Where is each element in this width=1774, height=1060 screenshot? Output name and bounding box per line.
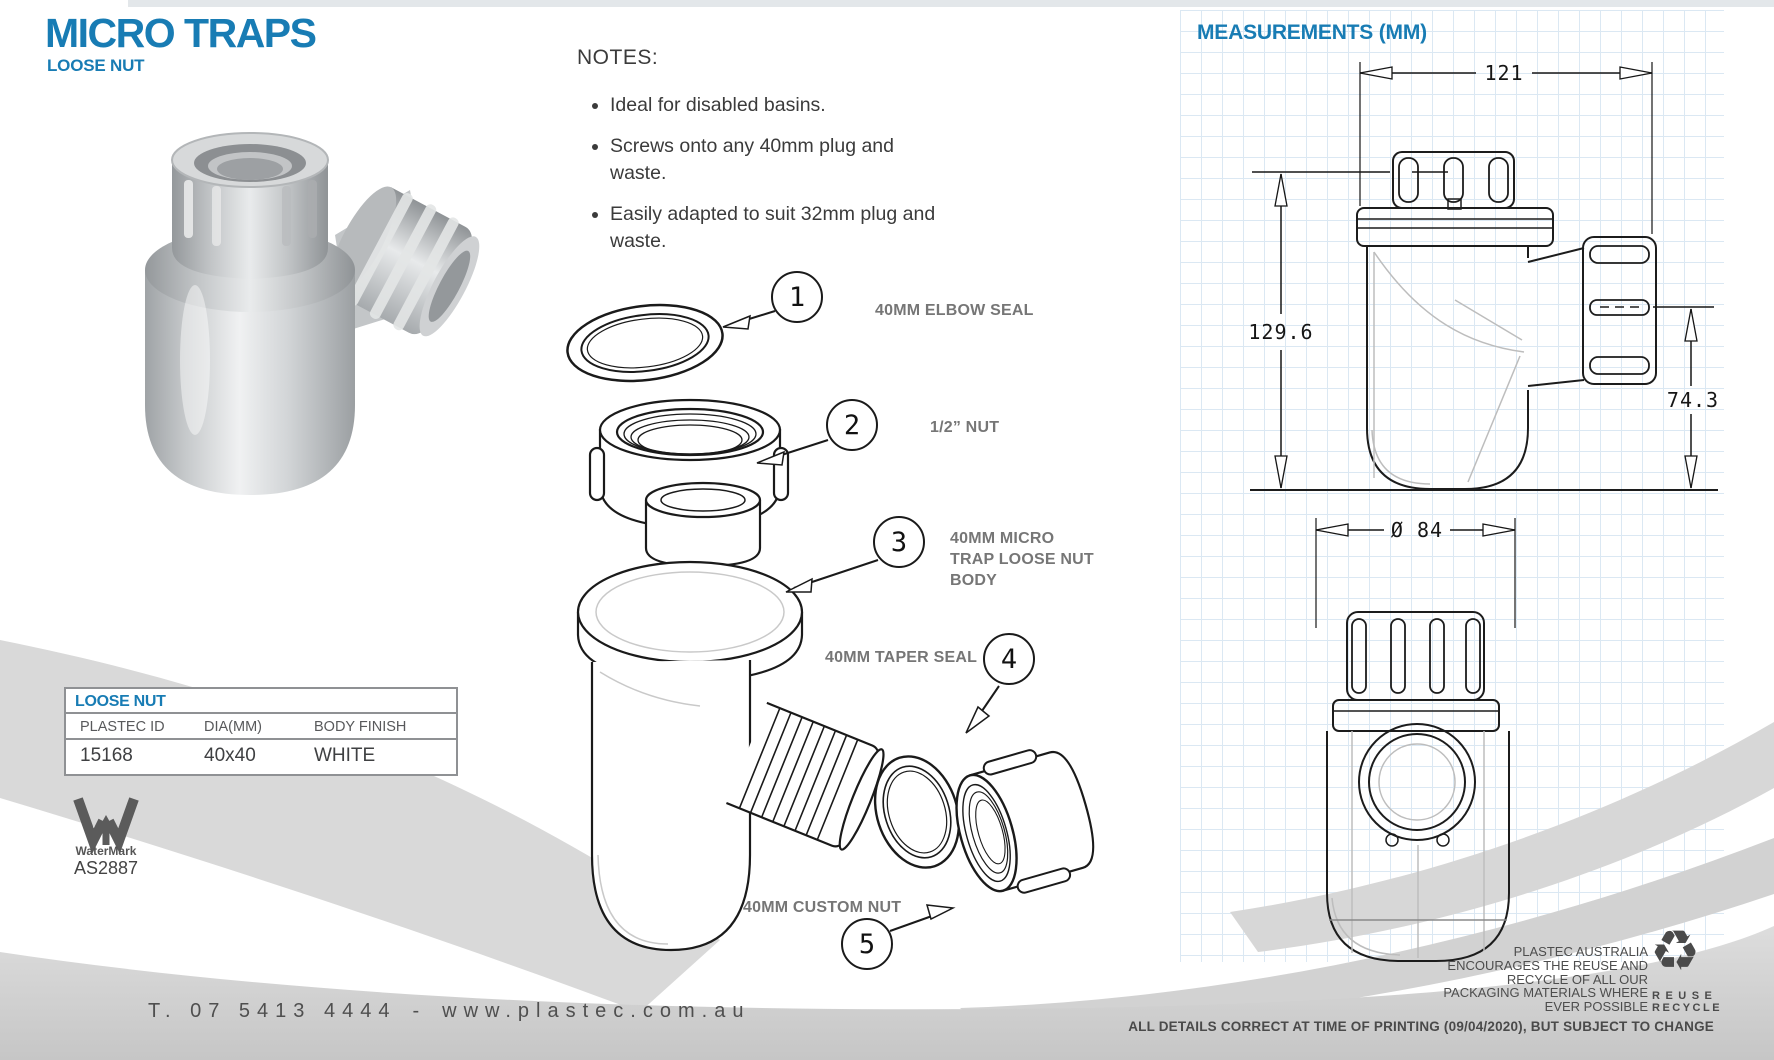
recycle-icon: ♻ (1650, 919, 1701, 982)
part-custom-nut (955, 749, 1095, 894)
cell-dia: 40x40 (204, 745, 256, 766)
cell-body-finish: WHITE (314, 745, 376, 766)
callout-number: 3 (890, 526, 908, 558)
callout-number: 2 (843, 409, 861, 441)
callout-2: 2 (826, 399, 878, 451)
part-elbow-seal (566, 303, 724, 383)
photo-body (145, 270, 355, 495)
website-url: www.plastec.com.au (442, 1000, 751, 1022)
recycle-note-line: RECYCLE OF ALL OUR (1506, 971, 1648, 987)
front-view-drawing (1326, 611, 1510, 962)
part-label-trap-body: 40MM MICRO TRAP LOOSE NUT BODY (950, 530, 1094, 589)
recycle-note-line: PACKAGING MATERIALS WHERE (1443, 985, 1648, 1001)
dimension-diameter: Ø 84 (1315, 518, 1516, 628)
contact-separator: - (412, 1000, 427, 1022)
spec-table-title: LOOSE NUT (66, 689, 456, 714)
recycle-labels: REUSE RECYCLE (1652, 990, 1722, 1014)
callout-number: 1 (788, 281, 806, 313)
column-header-dia: DIA(MM) (204, 719, 262, 735)
page-subtitle: LOOSE NUT (47, 56, 145, 75)
part-taper-seal (873, 755, 961, 869)
part-label-elbow-seal: 40MM ELBOW SEAL (875, 302, 1034, 319)
column-header-plastec-id: PLASTEC ID (80, 719, 165, 735)
watermark-arrow-icon (97, 815, 115, 831)
dim-height-value: 129.6 (1248, 320, 1313, 344)
spec-table: LOOSE NUT PLASTEC ID DIA(MM) BODY FINISH… (64, 687, 458, 776)
side-view-drawing (1250, 151, 1718, 491)
technical-drawing: 121 129.6 74.3 Ø 8 (1248, 61, 1719, 962)
callout-number: 5 (858, 928, 876, 960)
notes-heading: NOTES: (577, 46, 659, 69)
photo-highlight (180, 285, 210, 435)
cell-plastec-id: 15168 (80, 745, 133, 766)
measurements-heading: MEASUREMENTS (MM) (1197, 21, 1427, 44)
part-trap-body (576, 481, 885, 952)
watermark-label: WaterMark (76, 844, 137, 858)
part-label-half-inch-nut: 1/2” NUT (930, 419, 1000, 436)
reuse-label: REUSE (1652, 990, 1718, 1002)
dimension-width: 121 (1359, 61, 1653, 234)
callout-number: 4 (1000, 643, 1018, 675)
recycle-note-line: PLASTEC AUSTRALIA (1513, 944, 1648, 959)
recycle-note-line: EVER POSSIBLE (1544, 999, 1648, 1015)
callout-4: 4 (983, 633, 1035, 685)
watermark-standard: AS2887 (74, 858, 138, 878)
recycle-label: RECYCLE (1652, 1002, 1723, 1014)
swoosh-bottom-band (0, 926, 1774, 1060)
product-photo (145, 132, 480, 495)
watermark-logo: WaterMark AS2887 (73, 797, 139, 878)
disclaimer-text: ALL DETAILS CORRECT AT TIME OF PRINTING … (1128, 1019, 1714, 1034)
note-item: Ideal for disabled basins. (610, 92, 955, 119)
dim-diameter-value: Ø 84 (1391, 518, 1443, 542)
recycle-note: PLASTEC AUSTRALIA ENCOURAGES THE REUSE A… (1443, 945, 1648, 1014)
swoosh-right-upper-band (1230, 722, 1774, 952)
page-title: MICRO TRAPS (45, 10, 317, 56)
contact-bar: T. 07 5413 4444-www.plastec.com.au (148, 1000, 750, 1023)
part-label-taper-seal: 40MM TAPER SEAL (825, 649, 978, 666)
note-item: Easily adapted to suit 32mm plug and was… (610, 201, 955, 255)
table-row: 15168 40x40 WHITE (66, 740, 456, 772)
callout-3: 3 (873, 516, 925, 568)
spec-table-header: PLASTEC ID DIA(MM) BODY FINISH (66, 714, 456, 740)
dim-outlet-value: 74.3 (1667, 388, 1719, 412)
notes-list: Ideal for disabled basins. Screws onto a… (580, 92, 955, 269)
dim-width-value: 121 (1484, 61, 1523, 85)
top-strip (128, 0, 1774, 7)
leader-lines (722, 310, 1000, 932)
column-header-body-finish: BODY FINISH (314, 719, 407, 735)
recycle-note-line: ENCOURAGES THE REUSE AND (1447, 957, 1648, 973)
phone-number: T. 07 5413 4444 (148, 1000, 397, 1022)
exploded-diagram (566, 303, 1095, 952)
callout-1: 1 (771, 271, 823, 323)
part-label-custom-nut: 40MM CUSTOM NUT (743, 899, 902, 916)
dimension-outlet-height: 74.3 (1653, 306, 1719, 489)
dimension-height: 129.6 (1248, 171, 1448, 489)
note-item: Screws onto any 40mm plug and waste. (610, 133, 955, 187)
callout-5: 5 (841, 918, 893, 970)
